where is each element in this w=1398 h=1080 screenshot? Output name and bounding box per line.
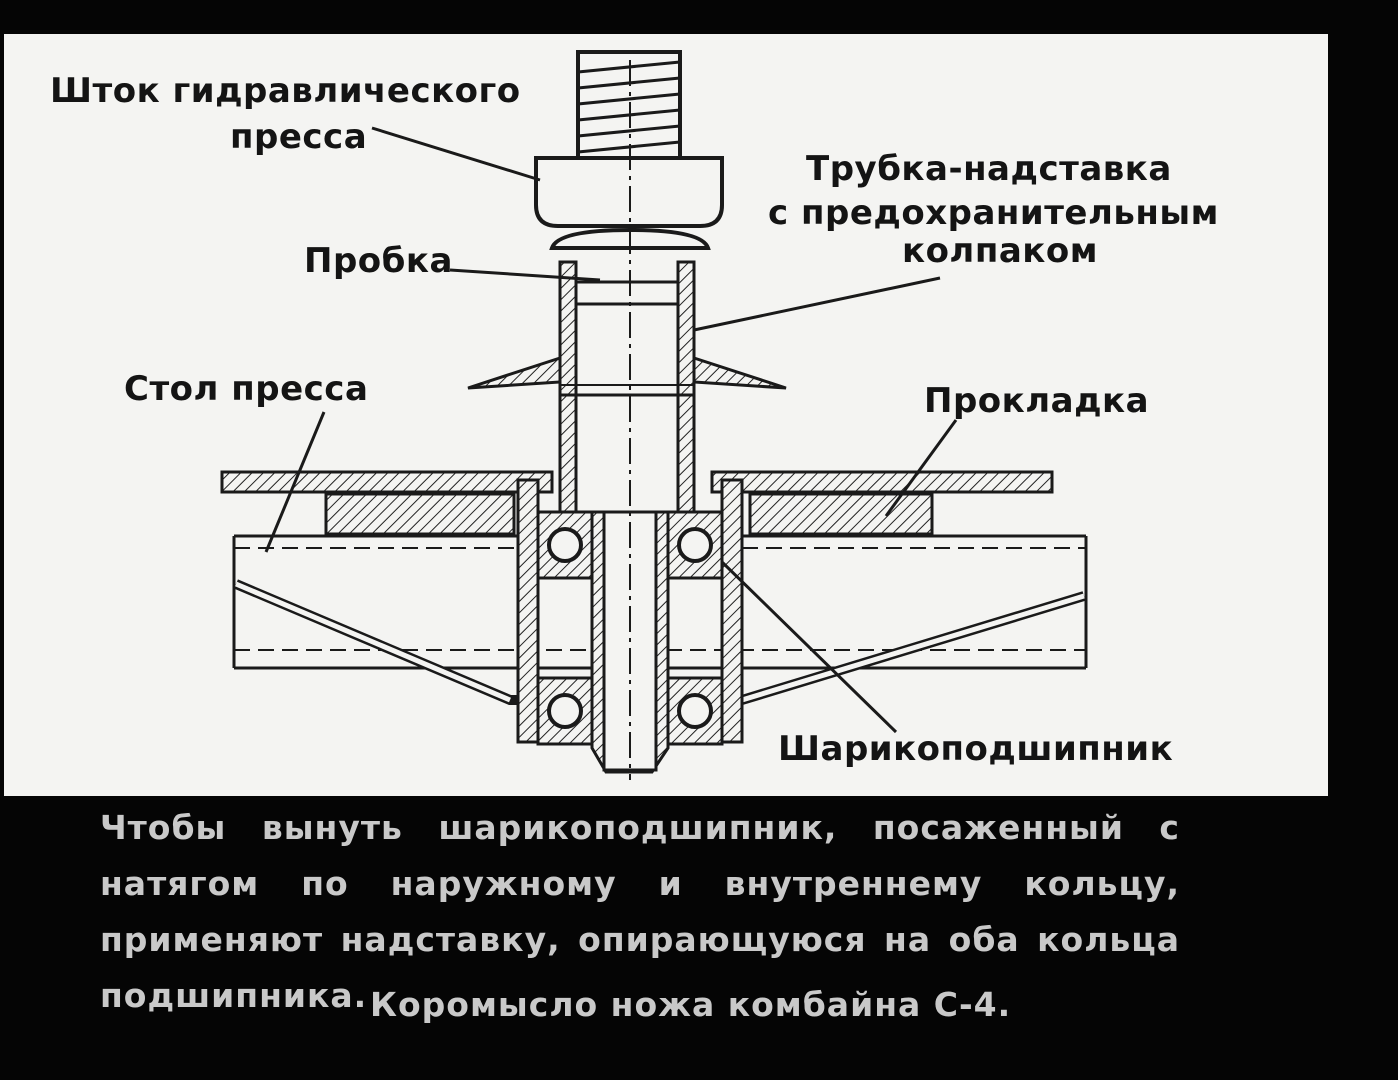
bearing-housing: [516, 478, 744, 744]
label-tube-line3: колпаком: [902, 231, 1098, 271]
label-tube-line1: Трубка-надставка: [806, 149, 1172, 189]
label-press-rod-2: пресса: [230, 118, 367, 156]
gasket: [324, 492, 934, 536]
label-press-table-text: Стол пресса: [124, 369, 369, 409]
leader-lines: [264, 126, 958, 734]
label-plug-text: Пробка: [304, 241, 453, 281]
caption-subtitle: Коромысло ножа комбайна С-4.: [370, 985, 1012, 1024]
label-bearing-text: Шарикоподшипник: [778, 729, 1174, 769]
label-extension-tube-2: с предохранительным: [768, 194, 1219, 232]
label-gasket: Прокладка: [924, 382, 1149, 420]
label-press-rod-line2: пресса: [230, 117, 368, 157]
label-gasket-text: Прокладка: [924, 381, 1150, 421]
label-extension-tube: Трубка-надставка: [806, 150, 1172, 188]
label-press-rod-line1: Шток гидравлического: [50, 71, 521, 111]
label-press-rod: Шток гидравлического: [50, 72, 521, 110]
label-press-table: Стол пресса: [124, 370, 368, 408]
extension-tube: [558, 260, 696, 514]
label-plug: Пробка: [304, 242, 453, 280]
label-bearing: Шарикоподшипник: [778, 730, 1173, 768]
ball-bearing: [536, 510, 724, 746]
label-extension-tube-3: колпаком: [902, 232, 1098, 270]
rocker-arm: [232, 534, 1088, 705]
label-tube-line2: с предохранительным: [768, 193, 1219, 233]
safety-cap: [467, 355, 787, 397]
caption-text: Чтобы вынуть шарикоподшипник, посаженный…: [100, 808, 1180, 1015]
press-table: [220, 470, 1054, 494]
